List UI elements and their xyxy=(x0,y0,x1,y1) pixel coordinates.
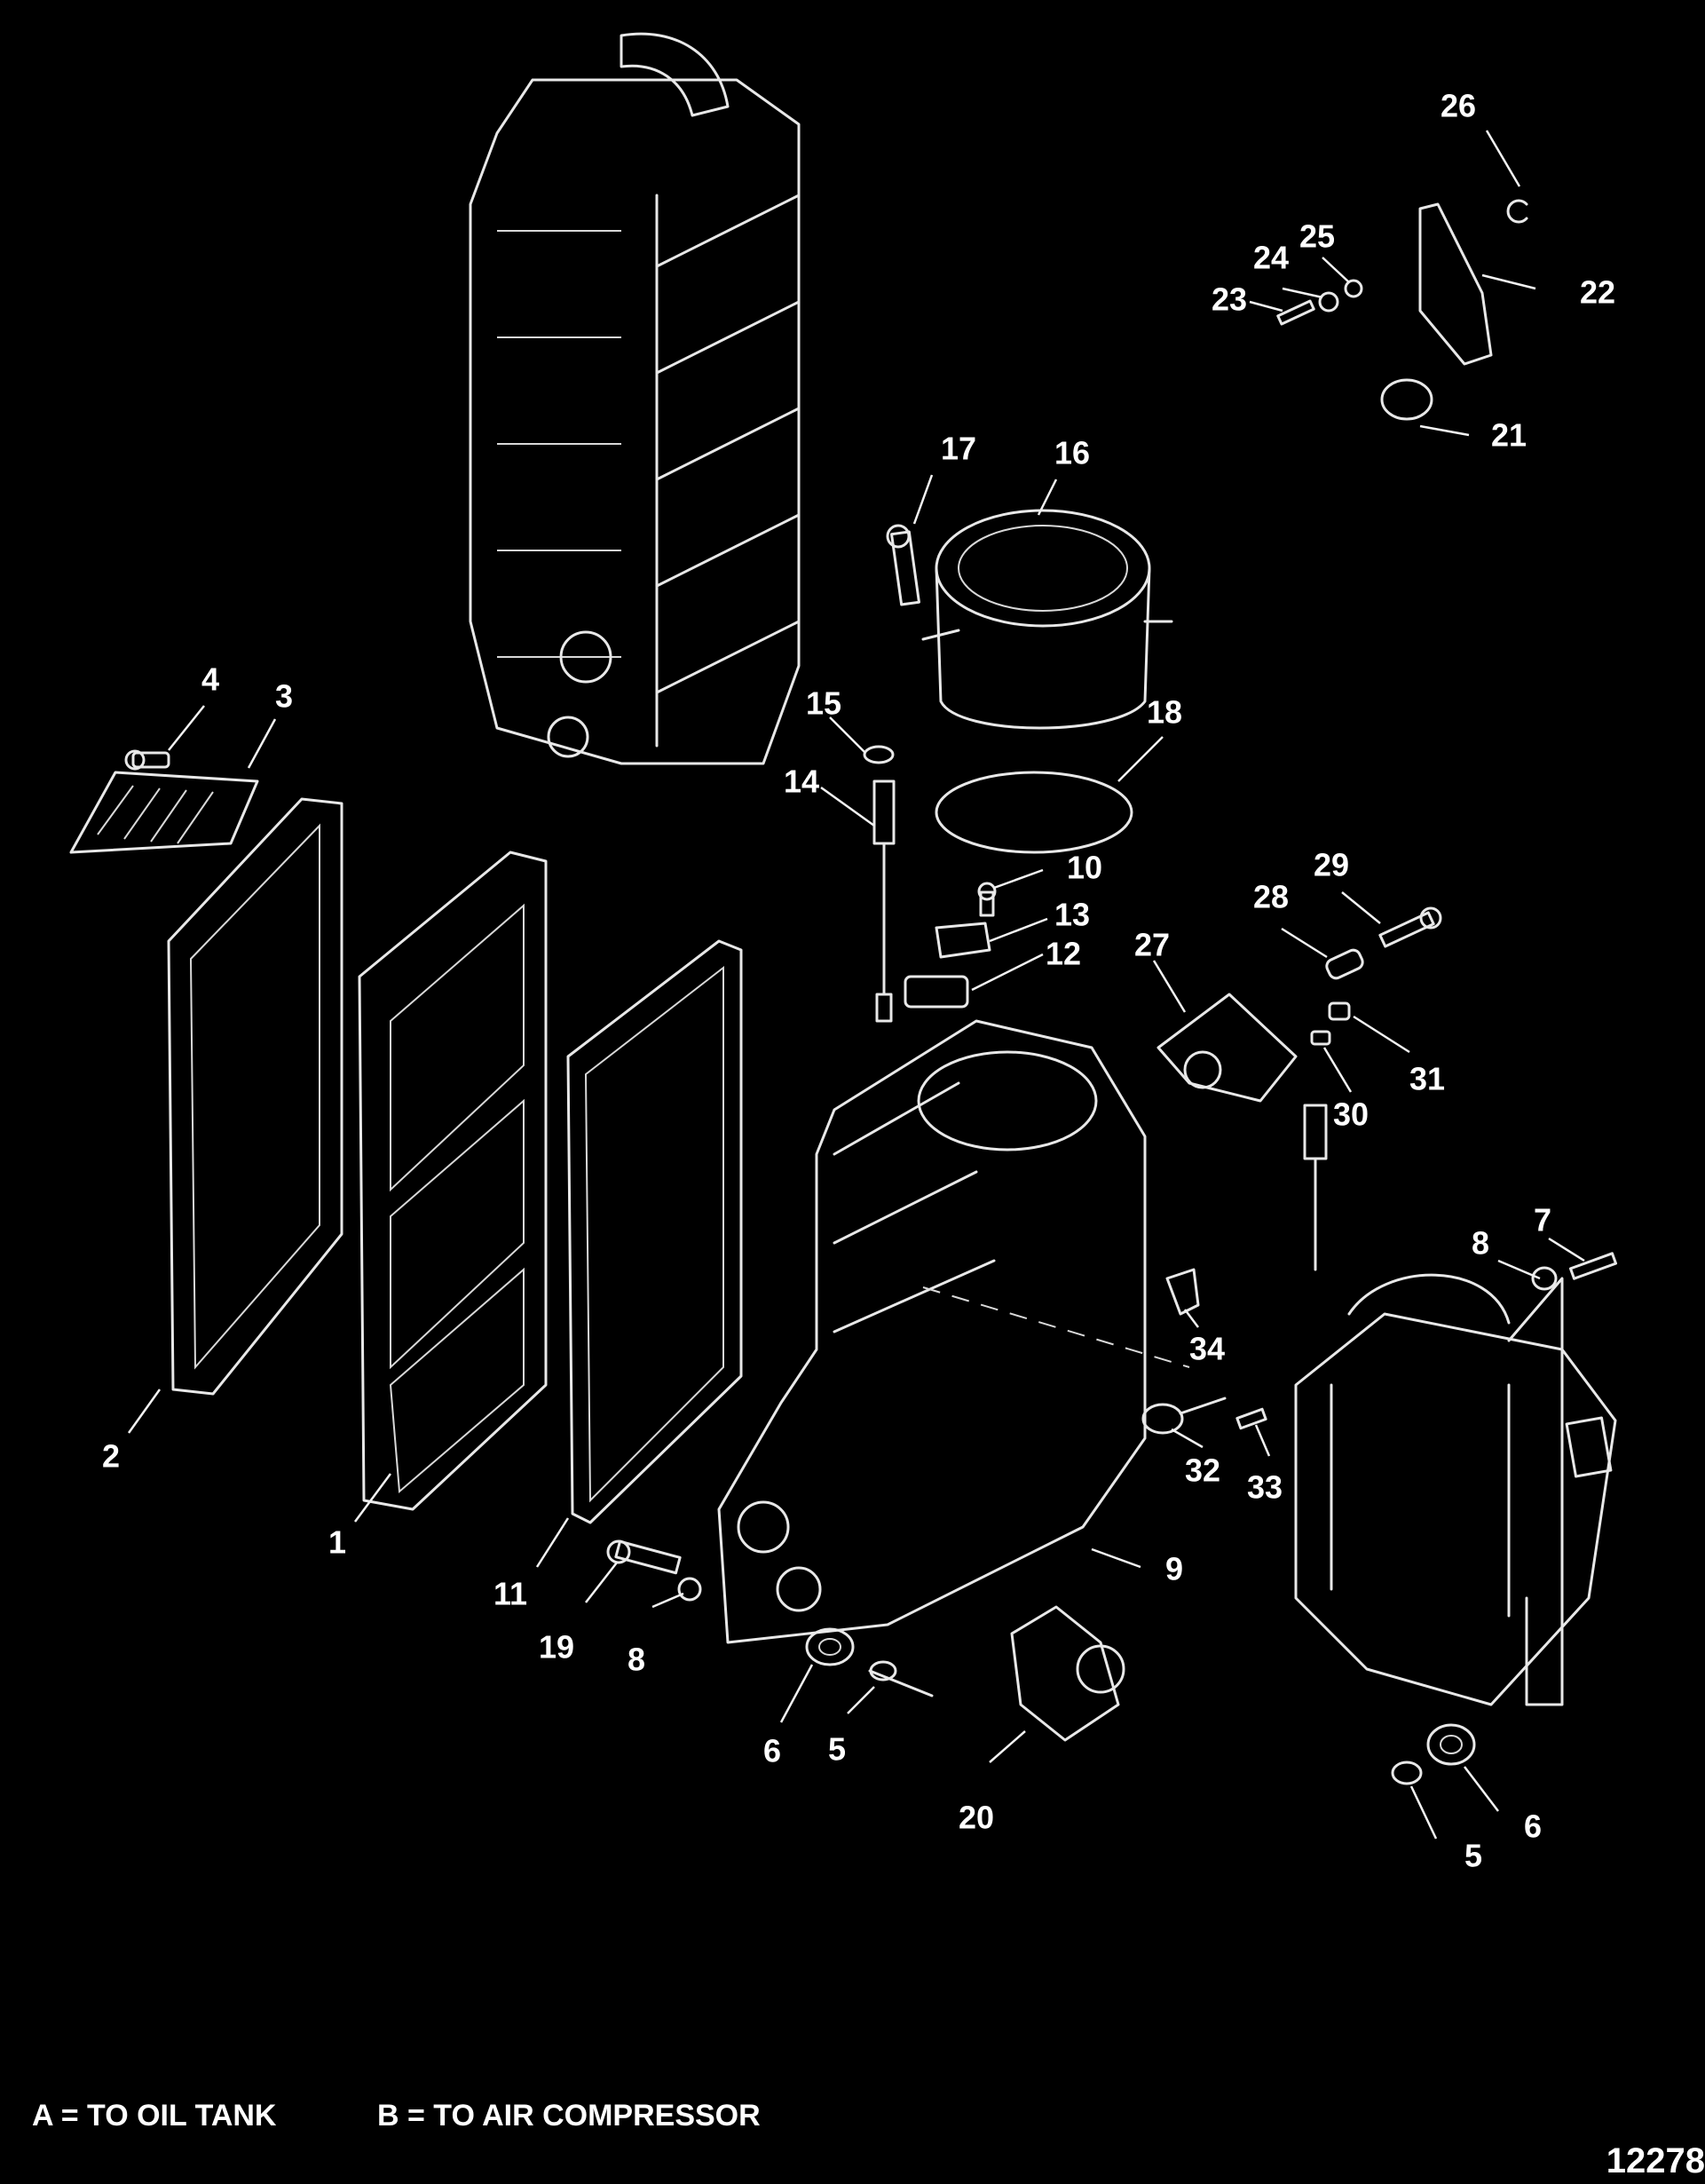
callout-17: 17 xyxy=(941,431,976,467)
callout-31: 31 xyxy=(1409,1061,1445,1097)
mounting-bolt xyxy=(1378,906,1442,948)
callout-11: 11 xyxy=(493,1576,527,1612)
crankcase-block xyxy=(469,32,801,765)
hose-clamp xyxy=(1141,1397,1227,1435)
elbow-fitting xyxy=(1165,1268,1200,1316)
intake-gasket xyxy=(566,939,743,1524)
reed-gasket xyxy=(167,797,343,1396)
manifold-screw xyxy=(606,1539,682,1575)
leader-lines xyxy=(127,130,1585,1840)
reed-plate xyxy=(358,851,548,1511)
callout-32: 32 xyxy=(1185,1452,1220,1489)
callout-28: 28 xyxy=(1253,879,1289,915)
callout-1: 1 xyxy=(328,1524,346,1561)
right-grommet xyxy=(1426,1723,1476,1766)
linkage-bushing xyxy=(1380,378,1433,421)
spacer xyxy=(1325,948,1364,980)
throttle-position-sensor xyxy=(1010,1605,1125,1742)
legend-air-compressor: B = TO AIR COMPRESSOR xyxy=(377,2099,761,2133)
callout-18: 18 xyxy=(1147,694,1182,731)
callout-12: 12 xyxy=(1046,936,1081,972)
callout-26: 26 xyxy=(1441,88,1476,124)
callout-5-left: 5 xyxy=(828,1731,846,1768)
linkage-washer xyxy=(1318,291,1339,313)
pressure-sensor xyxy=(904,975,969,1009)
callout-27: 27 xyxy=(1134,927,1170,963)
callout-10: 10 xyxy=(1067,850,1102,886)
callout-numbers: 1 2 3 4 5 5 6 6 7 8 8 9 10 11 12 13 14 1… xyxy=(102,88,1615,1874)
separator-bolt xyxy=(1568,1252,1618,1280)
vapor-separator-assembly xyxy=(1294,1104,1617,1706)
callout-21: 21 xyxy=(1491,417,1527,454)
callout-6-right: 6 xyxy=(1524,1808,1542,1845)
callout-5-right: 5 xyxy=(1464,1838,1482,1874)
callout-19: 19 xyxy=(539,1629,574,1666)
callout-23: 23 xyxy=(1212,281,1247,318)
left-plug xyxy=(868,1660,934,1697)
fitting-large xyxy=(1328,1001,1351,1021)
throttle-body-o-ring xyxy=(935,771,1133,854)
callout-8-right: 8 xyxy=(1472,1225,1489,1262)
callout-34: 34 xyxy=(1189,1331,1225,1367)
callout-25: 25 xyxy=(1299,218,1335,255)
callout-9: 9 xyxy=(1165,1551,1183,1587)
callout-7: 7 xyxy=(1534,1202,1551,1238)
callout-29: 29 xyxy=(1314,847,1349,883)
callout-3: 3 xyxy=(275,678,293,715)
left-grommet xyxy=(805,1627,855,1666)
reed-block xyxy=(69,771,259,854)
callout-6-left: 6 xyxy=(763,1733,781,1769)
throttle-body xyxy=(921,509,1173,730)
callout-13: 13 xyxy=(1054,897,1090,933)
callout-20: 20 xyxy=(959,1800,994,1836)
temperature-sensor xyxy=(872,779,896,1023)
e-clip xyxy=(1506,199,1528,224)
callout-24: 24 xyxy=(1253,240,1289,276)
manifold-washer xyxy=(677,1577,702,1602)
callout-15: 15 xyxy=(806,685,841,722)
callout-8-left: 8 xyxy=(628,1642,645,1678)
throttle-body-bolt xyxy=(886,524,920,606)
sensor-o-ring xyxy=(863,745,895,764)
intake-manifold xyxy=(717,1019,1190,1644)
sensor-screw xyxy=(977,882,997,917)
fitting-small xyxy=(1310,1030,1331,1046)
callout-33: 33 xyxy=(1247,1469,1283,1506)
legend-oil-tank: A = TO OIL TANK xyxy=(32,2099,277,2133)
callout-4: 4 xyxy=(201,661,219,698)
callout-2: 2 xyxy=(102,1438,120,1475)
linkage-wave-washer xyxy=(1344,279,1363,298)
callout-14: 14 xyxy=(784,764,819,800)
linkage-screw xyxy=(1276,299,1315,326)
sensor-bracket xyxy=(935,922,991,959)
callout-16: 16 xyxy=(1054,435,1090,471)
separator-washer xyxy=(1531,1266,1558,1291)
clamp-screw xyxy=(1235,1407,1267,1430)
reed-screw xyxy=(124,749,170,771)
linkage-arm xyxy=(1418,202,1493,366)
sensor-bracket-large xyxy=(1156,993,1298,1103)
callout-22: 22 xyxy=(1580,274,1615,311)
right-plug xyxy=(1391,1761,1423,1785)
drawing-number: 12278 xyxy=(1606,2141,1705,2180)
callout-30: 30 xyxy=(1333,1096,1369,1133)
